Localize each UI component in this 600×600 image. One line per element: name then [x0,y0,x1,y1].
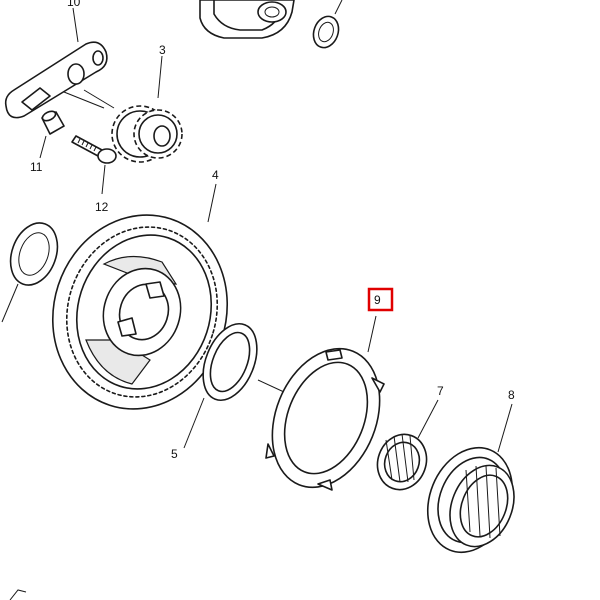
callout-9: 9 [374,293,381,307]
part-9-clutch-plate [265,315,385,491]
washer-top [312,0,343,49]
callout-5: 5 [171,447,178,461]
callout-7: 7 [437,384,444,398]
part-3-idler-gear [111,55,183,163]
part-10-plate [4,7,108,119]
axis-line-b [83,89,115,109]
axis-line-c [257,379,285,393]
part-5-washer [183,323,258,449]
crankcase-fragment [199,0,295,39]
callout-8: 8 [508,388,515,402]
part-8-clutch-bearing [426,403,515,554]
part-7-needle-bearing [376,399,439,491]
axis-line-a [63,91,105,109]
callout-10: 10 [67,0,81,9]
callout-12: 12 [95,200,109,214]
part-4-starter-wheel [51,183,229,410]
washer-left [1,222,59,323]
callout-11: 11 [30,160,43,174]
part-11-collar [39,110,65,159]
callout-3: 3 [159,43,166,57]
highlight-box-part-9[interactable] [367,287,394,312]
corner-fragment [9,589,27,600]
callout-4: 4 [212,168,219,182]
part-12-bolt [71,135,117,195]
